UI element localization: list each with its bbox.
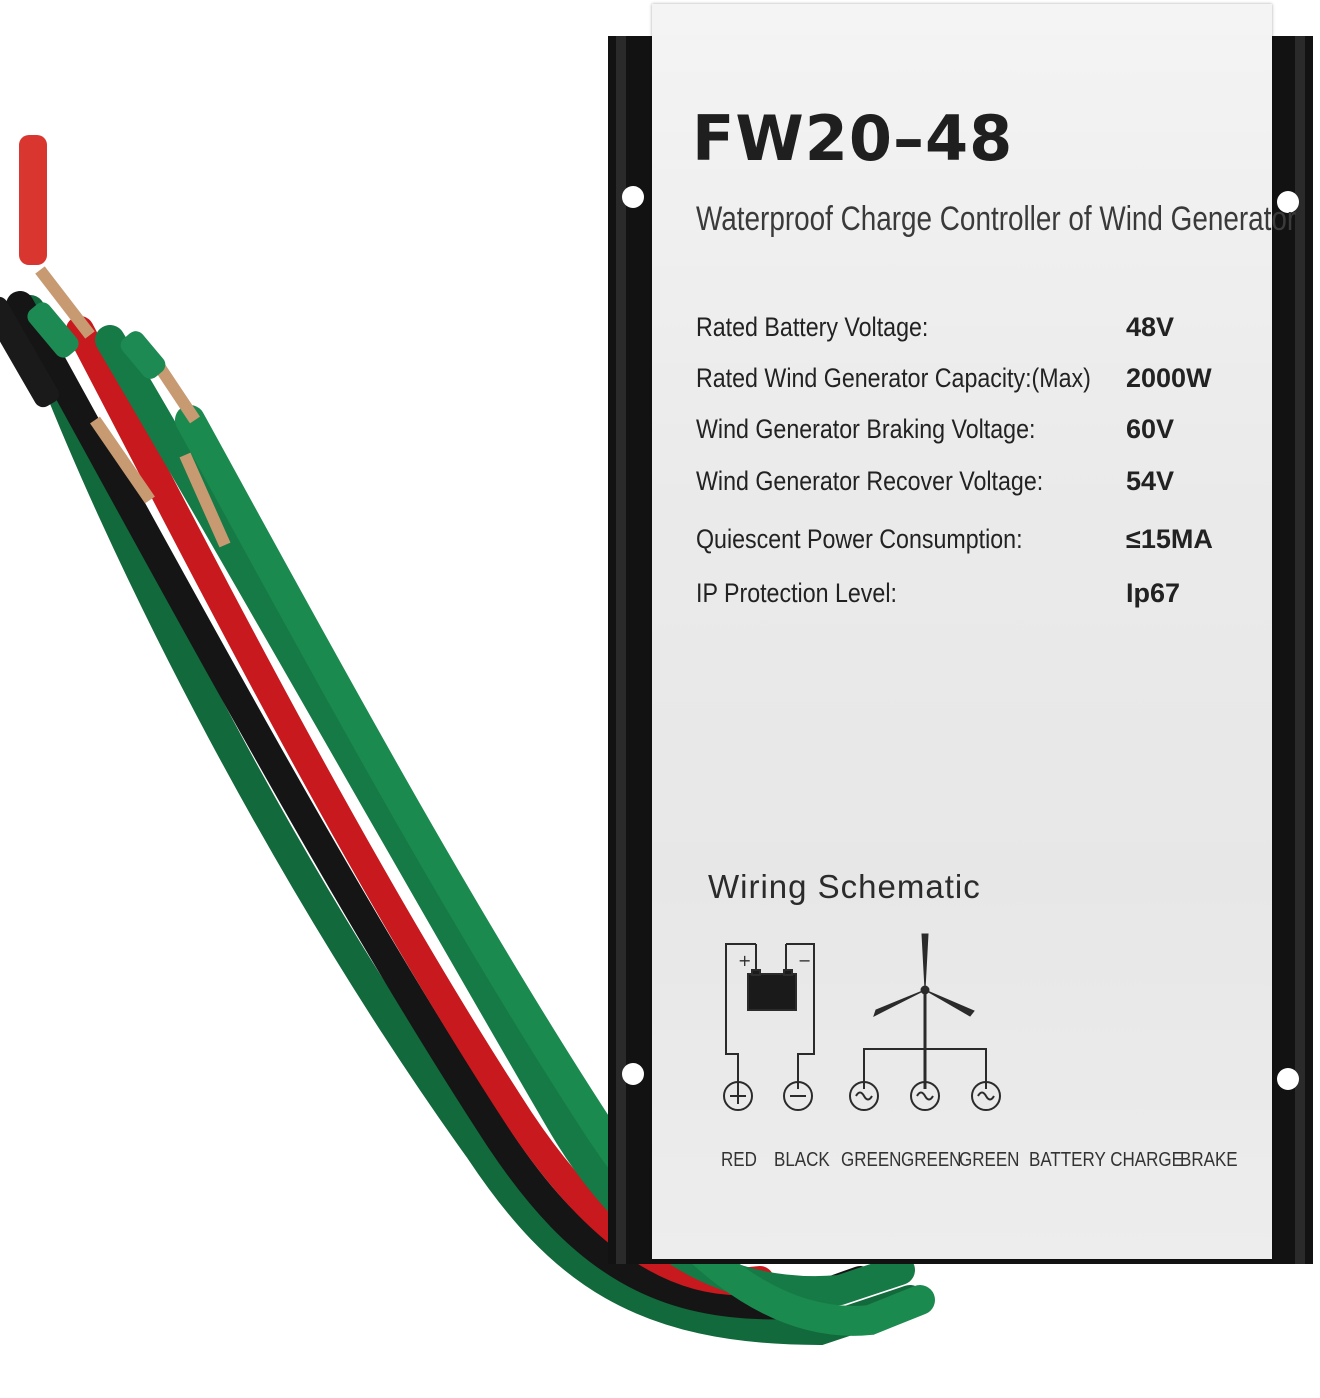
spec-name: Wind Generator Braking Voltage:	[696, 414, 1036, 444]
product-subtitle: Waterproof Charge Controller of Wind Gen…	[696, 200, 1297, 238]
spec-row: Wind Generator Braking Voltage: 60V	[696, 414, 1256, 450]
spec-name: IP Protection Level:	[696, 578, 897, 608]
spec-value: 54V	[1126, 466, 1175, 496]
legend-brake: BRAKE	[1180, 1149, 1238, 1171]
product-label: FW20–48 Waterproof Charge Controller of …	[652, 4, 1296, 1259]
green-wire-copper-2	[179, 452, 231, 548]
spec-value: ≤15MA	[1126, 524, 1213, 554]
spec-row: Rated Battery Voltage: 48V	[696, 312, 1256, 348]
battery-icon	[725, 943, 815, 1089]
terminal-ac-icon	[971, 1081, 1001, 1111]
terminal-label-green: GREEN	[901, 1149, 962, 1171]
schematic-title: Wiring Schematic	[708, 868, 981, 905]
spec-value: Ip67	[1126, 578, 1181, 608]
housing-rail-left	[616, 36, 626, 1264]
wiring-schematic: + −	[723, 933, 1001, 1111]
battery-minus-sign: −	[798, 951, 811, 970]
spec-row: Rated Wind Generator Capacity:(Max) 2000…	[696, 363, 1256, 399]
green-wire-front	[175, 405, 935, 1336]
model-number: FW20–48	[692, 102, 1014, 175]
black-wire-tip	[0, 296, 59, 408]
red-wire-tip	[19, 135, 47, 265]
mounting-hole-top-right	[1277, 191, 1299, 213]
mounting-hole-top-left	[622, 186, 644, 208]
terminal-label-green: GREEN	[841, 1149, 902, 1171]
wind-turbine-icon	[863, 933, 987, 1089]
terminal-minus-icon	[783, 1081, 813, 1111]
green-wire-tip	[27, 302, 79, 358]
mounting-hole-bottom-left	[622, 1063, 644, 1085]
terminal-label-red: RED	[721, 1149, 757, 1171]
spec-row: IP Protection Level: Ip67	[696, 578, 1256, 614]
red-wire-copper	[35, 266, 95, 339]
spec-value: 48V	[1126, 312, 1175, 342]
spec-value: 2000W	[1126, 363, 1212, 393]
black-wire	[6, 291, 874, 1320]
green-wire-tip-2	[120, 331, 166, 379]
housing-rail-right	[1295, 36, 1305, 1264]
terminal-ac-icon	[849, 1081, 879, 1111]
spec-row: Wind Generator Recover Voltage: 54V	[696, 466, 1256, 502]
terminal-ac-icon	[910, 1081, 940, 1111]
spec-value: 60V	[1126, 414, 1175, 444]
spec-name: Wind Generator Recover Voltage:	[696, 466, 1044, 496]
legend-battery-charge: BATTERY CHARGE	[1029, 1149, 1183, 1171]
spec-row: Quiescent Power Consumption: ≤15MA	[696, 524, 1256, 560]
terminal-label-black: BLACK	[774, 1149, 830, 1171]
battery-plus-sign: +	[738, 951, 751, 970]
green-wire-back	[15, 295, 925, 1346]
spec-name: Quiescent Power Consumption:	[696, 524, 1023, 554]
spec-name: Rated Battery Voltage:	[696, 312, 929, 342]
terminal-label-green: GREEN	[959, 1149, 1020, 1171]
terminal-symbols	[723, 1081, 1001, 1111]
mounting-hole-bottom-right	[1277, 1068, 1299, 1090]
black-wire-copper	[90, 416, 155, 504]
spec-name: Rated Wind Generator Capacity:(Max)	[696, 363, 1091, 393]
terminal-plus-icon	[723, 1081, 753, 1111]
